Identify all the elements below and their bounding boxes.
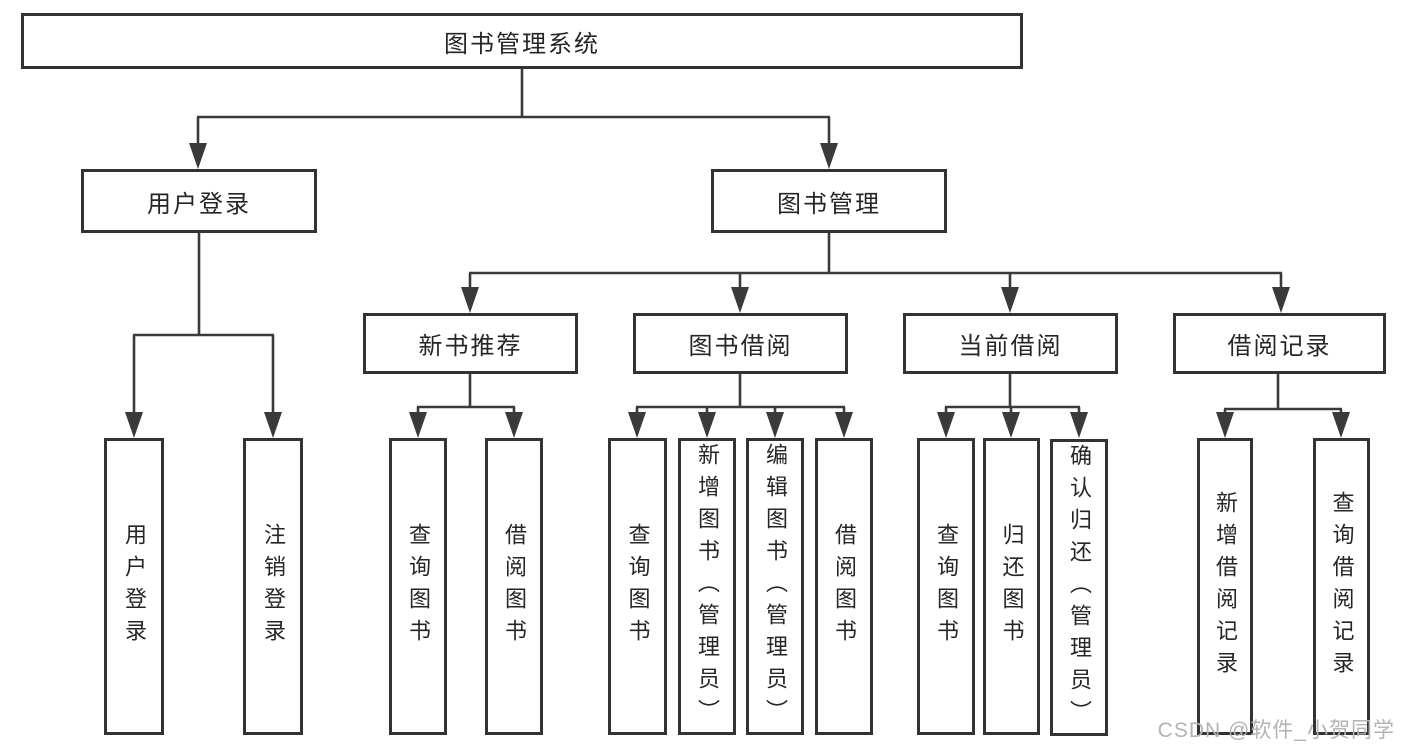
node-book-management-label: 图书管理	[777, 190, 881, 218]
leaf-edit-book-admin: 编辑图书（管理员）	[746, 438, 804, 735]
node-new-book-recommend-label: 新书推荐	[418, 333, 523, 360]
node-book-borrow-label: 图书借阅	[688, 333, 793, 360]
node-book-borrow: 图书借阅	[633, 313, 848, 374]
node-user-login: 用户登录	[81, 169, 317, 233]
leaf-add-borrow-record-label: 新增借阅记录	[1213, 490, 1238, 683]
watermark: CSDN @软件_小贺同学	[1157, 719, 1395, 742]
node-root-label: 图书管理系统	[444, 30, 600, 58]
arrowheads	[125, 143, 1350, 438]
leaf-query-book-recommend-label: 查询图书	[406, 522, 431, 651]
leaf-edit-book-admin-label: 编辑图书（管理员）	[763, 442, 788, 731]
leaf-add-borrow-record: 新增借阅记录	[1197, 438, 1253, 735]
leaf-user-login-label: 用户登录	[122, 522, 147, 651]
node-borrow-record: 借阅记录	[1173, 313, 1386, 374]
leaf-query-book-current: 查询图书	[917, 438, 975, 735]
node-borrow-record-label: 借阅记录	[1227, 333, 1332, 360]
node-current-borrow: 当前借阅	[903, 313, 1118, 374]
leaf-query-book-borrow: 查询图书	[608, 438, 667, 735]
leaf-logout: 注销登录	[243, 438, 303, 735]
leaf-borrow-book-label: 借阅图书	[832, 522, 857, 651]
leaf-query-book-borrow-label: 查询图书	[625, 522, 651, 651]
leaf-borrow-book-recommend: 借阅图书	[485, 438, 543, 735]
leaf-confirm-return-admin: 确认归还（管理员）	[1050, 439, 1108, 736]
leaf-query-book-current-label: 查询图书	[934, 522, 959, 651]
leaf-user-login: 用户登录	[104, 438, 164, 735]
leaf-add-book-admin: 新增图书（管理员）	[678, 438, 736, 735]
leaf-logout-label: 注销登录	[261, 522, 286, 651]
node-current-borrow-label: 当前借阅	[958, 333, 1063, 360]
leaf-confirm-return-admin-label: 确认归还（管理员）	[1067, 443, 1092, 732]
leaf-return-book-label: 归还图书	[999, 522, 1025, 651]
leaf-return-book: 归还图书	[983, 438, 1040, 735]
leaf-add-book-admin-label: 新增图书（管理员）	[695, 442, 720, 731]
node-new-book-recommend: 新书推荐	[363, 313, 578, 374]
leaf-query-borrow-record: 查询借阅记录	[1313, 438, 1370, 735]
node-book-management: 图书管理	[711, 169, 947, 233]
leaf-borrow-book: 借阅图书	[815, 438, 873, 735]
leaf-query-borrow-record-label: 查询借阅记录	[1329, 490, 1355, 683]
node-root: 图书管理系统	[21, 13, 1023, 69]
leaf-query-book-recommend: 查询图书	[389, 438, 447, 735]
node-user-login-label: 用户登录	[147, 190, 251, 218]
leaf-borrow-book-recommend-label: 借阅图书	[502, 522, 527, 651]
